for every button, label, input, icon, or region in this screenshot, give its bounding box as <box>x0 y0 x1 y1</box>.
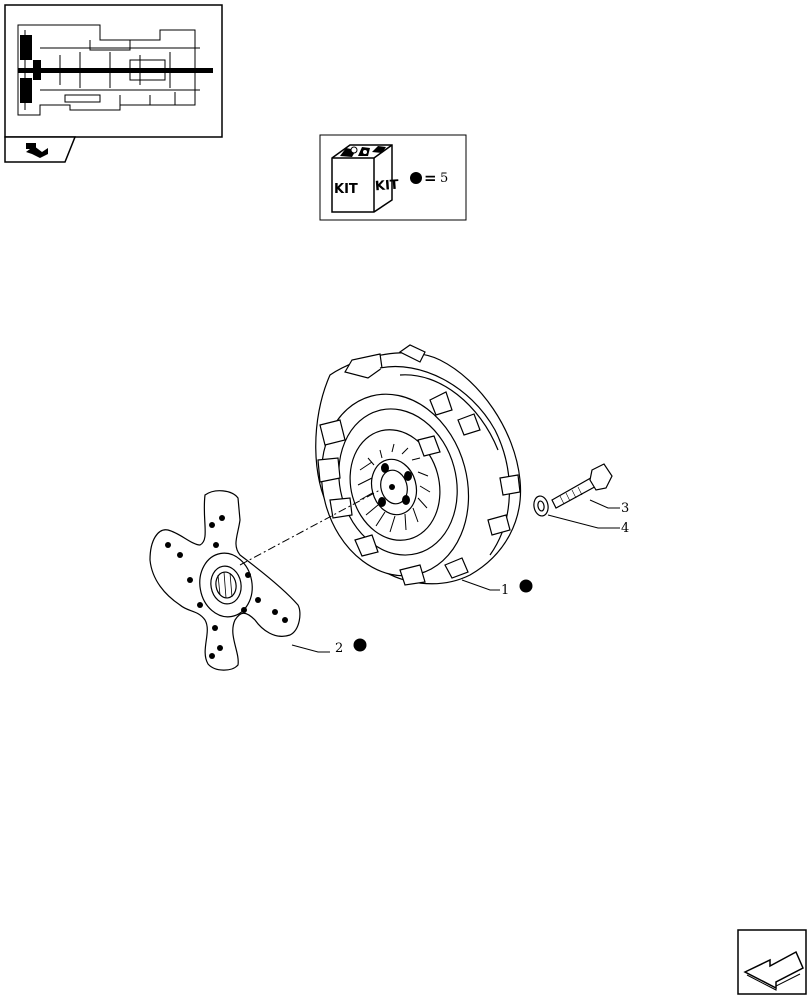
clutch-disc[interactable] <box>149 490 301 671</box>
bolt[interactable] <box>551 463 613 509</box>
callout-1[interactable]: 1 <box>501 579 533 599</box>
kit-legend-box: KIT KIT = 5 <box>319 134 467 221</box>
leader-lines <box>291 499 620 653</box>
callout-2[interactable]: 2 <box>335 638 367 657</box>
callout-label: 1 <box>501 583 509 598</box>
book-page-icon[interactable] <box>4 136 77 163</box>
kit-number: 5 <box>440 171 448 186</box>
callout-label: 2 <box>335 641 343 656</box>
washer[interactable] <box>532 495 549 517</box>
kit-equals: = <box>424 169 437 187</box>
kit-marker-dot <box>519 579 533 593</box>
assembly-centerline <box>239 489 381 566</box>
kit-text-left: KIT <box>334 182 358 197</box>
callout-label: 3 <box>621 501 629 516</box>
next-page-arrow-icon[interactable] <box>737 929 807 995</box>
clutch-pressure-plate[interactable] <box>302 344 522 593</box>
kit-text-right: KIT <box>375 178 400 195</box>
kit-marker-dot <box>410 172 422 184</box>
callout-label: 4 <box>621 521 629 536</box>
callout-4[interactable]: 4 <box>621 521 629 536</box>
transmission-thumbnail[interactable] <box>4 4 223 138</box>
kit-marker-dot <box>353 638 367 652</box>
callout-3[interactable]: 3 <box>621 501 629 516</box>
kit-box-icon: KIT KIT <box>331 144 400 213</box>
